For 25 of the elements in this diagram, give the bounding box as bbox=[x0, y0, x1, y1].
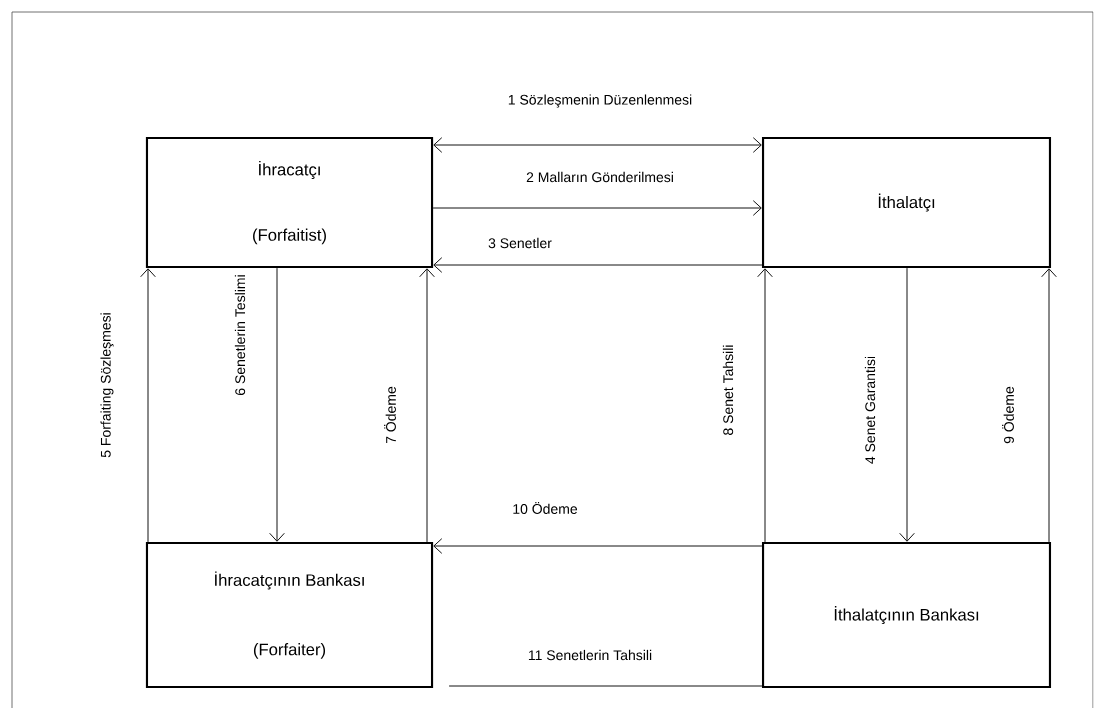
edge-label: 2 Malların Gönderilmesi bbox=[524, 170, 676, 184]
process-box: İhracatçı (Forfaitist) bbox=[145, 136, 434, 269]
process-box: İthalatçı bbox=[761, 136, 1052, 269]
process-box: İthalatçının Bankası bbox=[761, 541, 1052, 689]
edge-label: 6 Senetlerin Teslimi bbox=[233, 273, 247, 398]
arrow bbox=[433, 137, 762, 153]
arrow bbox=[1041, 268, 1057, 543]
arrow bbox=[433, 538, 763, 554]
arrow bbox=[432, 200, 762, 216]
edge-label: 8 Senet Tahsili bbox=[721, 343, 735, 437]
edge-label: 7 Ödeme bbox=[382, 384, 398, 446]
arrow bbox=[757, 268, 773, 543]
arrow bbox=[269, 267, 285, 542]
arrow bbox=[899, 267, 915, 542]
edge-label: 3 Senetler bbox=[486, 236, 554, 250]
edge-label: 1 Sözleşmenin Düzenlenmesi bbox=[506, 93, 694, 109]
edge-label: 9 Ödeme bbox=[1000, 384, 1016, 446]
edge-label: 10 Ödeme bbox=[511, 500, 580, 516]
arrow bbox=[433, 257, 763, 273]
arrow bbox=[140, 268, 156, 543]
edge-label: 11 Senetlerin Tahsili bbox=[526, 648, 654, 662]
edge-label: 5 Forfaiting Sözleşmesi bbox=[99, 310, 115, 460]
edge-label: 4 Senet Garantisi bbox=[863, 354, 877, 466]
arrow bbox=[419, 268, 435, 543]
process-box: İhracatçının Bankası (Forfaiter) bbox=[145, 541, 434, 689]
